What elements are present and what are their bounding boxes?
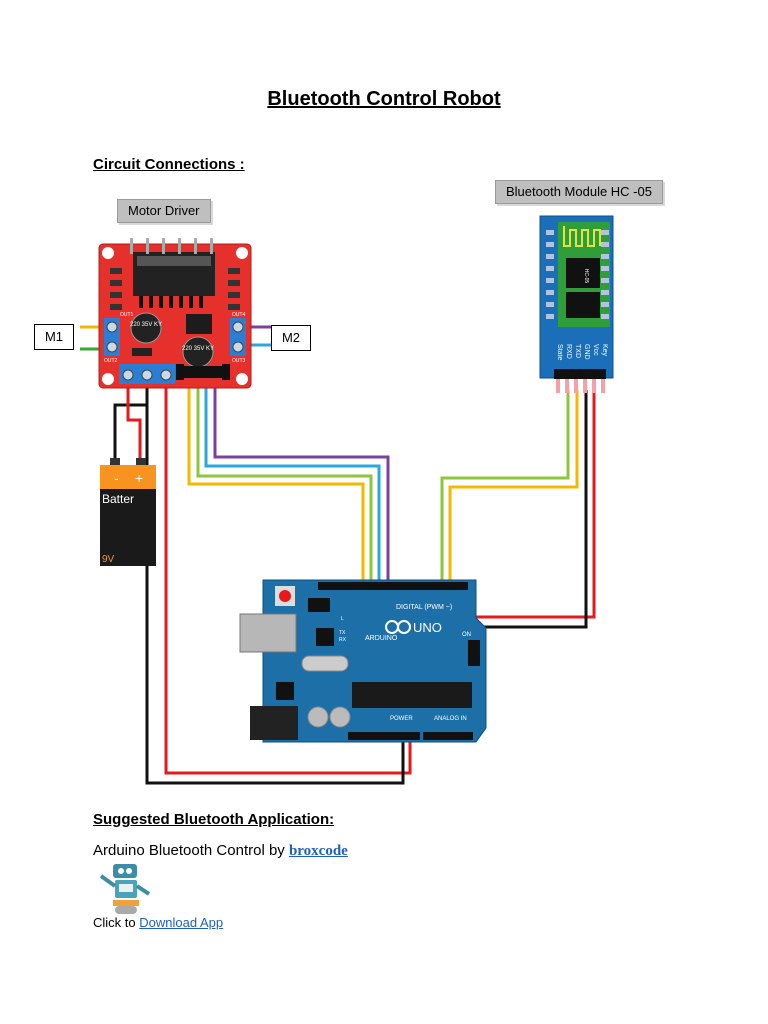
out4-label: OUT4: [232, 312, 246, 318]
arduino-rx-label: RX: [339, 637, 347, 643]
app-prefix: Arduino Bluetooth Control by: [93, 842, 289, 859]
battery-minus: -: [114, 470, 119, 486]
download-app-link[interactable]: Download App: [139, 915, 224, 930]
download-prefix: Click to: [93, 915, 140, 930]
hc05-pin-rxd: RXD: [565, 344, 572, 359]
out1-label: OUT1: [120, 312, 134, 318]
out2-label: OUT2: [104, 358, 118, 364]
circuit-heading: Circuit Connections :: [93, 156, 245, 173]
app-description: Arduino Bluetooth Control by broxcode: [93, 842, 348, 860]
page-title: Bluetooth Control Robot: [267, 88, 501, 110]
bluetooth-module-label: Bluetooth Module HC -05: [495, 180, 663, 204]
arduino-digital-label: DIGITAL (PWM ~): [396, 604, 452, 611]
hc05-pin-vcc: Vcc: [592, 344, 599, 356]
wire-in-blue: [204, 378, 381, 590]
hc05-pin-key: Key: [601, 344, 608, 357]
cap2-label: 220 35V KY: [182, 346, 214, 352]
hc05-pin-txd: TXD: [574, 344, 581, 358]
motor-driver-label: Motor Driver: [117, 199, 211, 223]
hc05-pin-state: State: [556, 344, 563, 360]
hc05-chip-label: HC-05: [583, 269, 589, 284]
wire-driver-black-gnd: [145, 405, 405, 785]
wire-battery-red: [126, 375, 142, 465]
m2-label: M2: [271, 325, 311, 351]
out3-label: OUT3: [232, 358, 246, 364]
wire-bt-yellow-rxd: [448, 390, 579, 590]
wire-battery-black: [113, 375, 149, 465]
hc05-module: HC-05 Key Vcc GND TXD RXD State: [539, 215, 614, 393]
wire-in-purple: [213, 378, 390, 590]
download-line: Click to Download App: [93, 915, 223, 930]
arduino-analog-label: ANALOG IN: [434, 716, 467, 722]
robot-app-icon: [99, 864, 151, 914]
m1-label: M1: [34, 324, 74, 350]
app-heading: Suggested Bluetooth Application:: [93, 811, 335, 828]
arduino-l-label: L: [341, 616, 344, 622]
wire-in-yellow: [187, 378, 365, 590]
broxcode-link[interactable]: broxcode: [288, 843, 348, 859]
arduino-uno: DIGITAL (PWM ~) ARDUINO UNO POWER ANALOG…: [239, 579, 487, 743]
wire-in-green: [196, 378, 373, 590]
battery-voltage: 9V: [102, 554, 115, 565]
arduino-power-label: POWER: [390, 716, 413, 722]
battery-label: Batter: [102, 492, 134, 506]
battery-9v: - + Batter 9V: [100, 458, 156, 566]
wire-driver-red-5v: [164, 378, 412, 775]
motor-driver-board: 220 35V KY 220 35V KY OUT1 OUT2 OUT4 OUT…: [98, 238, 252, 389]
arduino-logo: ARDUINO: [365, 635, 398, 642]
wire-bt-green-txd: [440, 390, 570, 590]
hc05-pin-gnd: GND: [583, 344, 590, 360]
cap1-label: 220 35V KY: [130, 322, 162, 328]
battery-plus: +: [135, 470, 143, 486]
arduino-on-label: ON: [462, 632, 471, 638]
arduino-model: UNO: [413, 620, 442, 635]
arduino-tx-label: TX: [339, 630, 346, 636]
